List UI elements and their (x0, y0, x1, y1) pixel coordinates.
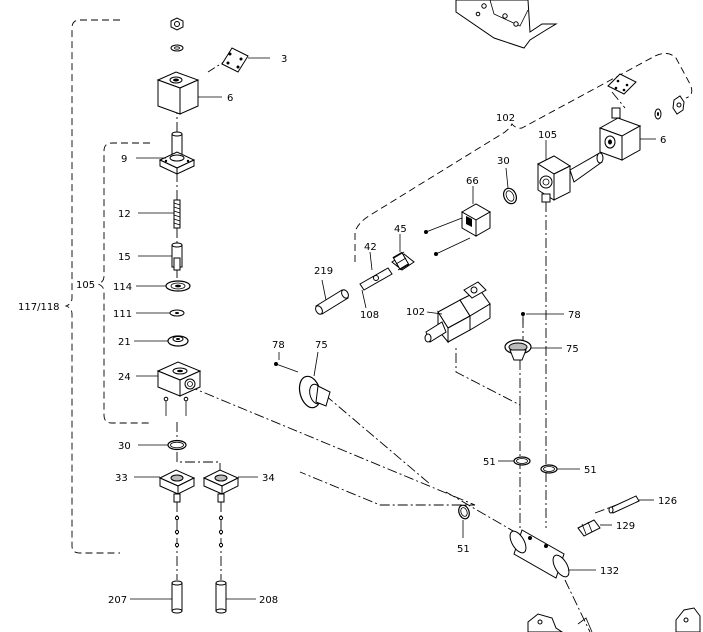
label-9: 9 (121, 154, 127, 165)
part-129-fitting (577, 519, 612, 537)
label-132: 132 (600, 566, 619, 577)
part-219-rod (315, 279, 349, 315)
part-nut-top (170, 17, 184, 31)
part-51-oring-c (458, 504, 470, 538)
label-45: 45 (394, 224, 407, 235)
label-102-assembled: 102 (406, 307, 425, 318)
part-screws-66 (424, 217, 471, 256)
label-6-right: 6 (660, 135, 666, 146)
label-33: 33 (115, 473, 128, 484)
part-102-assembled (424, 281, 491, 344)
part-washer-right (654, 108, 662, 120)
bracket-117-118 (64, 19, 120, 554)
part-9-tube (136, 131, 196, 175)
part-stems (174, 502, 224, 580)
label-12: 12 (118, 209, 131, 220)
label-75-right: 75 (566, 344, 579, 355)
part-132-manifold (509, 529, 596, 579)
part-78-screw-left (274, 352, 299, 373)
label-66: 66 (466, 176, 479, 187)
label-15: 15 (118, 252, 131, 263)
part-42-pin (359, 251, 393, 291)
label-219: 219 (314, 266, 333, 277)
label-114: 114 (113, 282, 132, 293)
part-105-body-right (536, 140, 604, 203)
label-34: 34 (262, 473, 275, 484)
part-75-cap-left (298, 351, 331, 409)
part-75-cap-right (504, 339, 562, 361)
label-51-c: 51 (457, 544, 470, 555)
label-51-b: 51 (584, 465, 597, 476)
label-129: 129 (616, 521, 635, 532)
part-plate-top-right (607, 73, 637, 95)
part-33-valve (134, 469, 196, 503)
part-30-oring-left (138, 439, 187, 451)
label-42: 42 (364, 242, 377, 253)
part-108-pin (361, 289, 367, 309)
label-78-left: 78 (272, 340, 285, 351)
part-24-body (136, 361, 202, 397)
part-66-block (460, 186, 492, 237)
part-51-oring-a (498, 456, 531, 466)
label-208: 208 (259, 595, 278, 606)
part-washer-top (170, 44, 184, 52)
assembly-lines (176, 57, 631, 632)
part-12-spring (138, 199, 181, 229)
part-111-washer (136, 309, 185, 317)
part-bracket-bottom-mid (527, 613, 593, 632)
label-105-right: 105 (538, 130, 557, 141)
label-126: 126 (658, 496, 677, 507)
part-21-diaphragm (134, 335, 189, 347)
part-126-pin (608, 495, 654, 514)
label-207: 207 (108, 595, 127, 606)
part-15-plunger (138, 242, 183, 271)
label-108: 108 (360, 310, 379, 321)
bracket-105 (96, 142, 150, 424)
label-117-118: 117/118 (18, 302, 60, 313)
part-114-ring (136, 280, 191, 292)
label-78-right: 78 (568, 310, 581, 321)
part-34-valve (202, 469, 258, 503)
part-207-pin (130, 580, 183, 614)
label-105-left: 105 (76, 280, 95, 291)
label-75-left: 75 (315, 340, 328, 351)
part-bracket-bottom-right (675, 607, 701, 632)
label-111: 111 (113, 309, 132, 320)
part-78-screw-right (521, 312, 564, 324)
part-30-oring-right (502, 167, 518, 205)
part-6-coil-left (156, 71, 222, 115)
label-51-a: 51 (483, 457, 496, 468)
part-screws-body (163, 396, 189, 416)
label-30-right: 30 (497, 156, 510, 167)
part-45-fitting (391, 234, 415, 271)
label-102-top: 102 (496, 113, 515, 124)
part-208-pin (215, 580, 256, 614)
label-24: 24 (118, 372, 131, 383)
part-51-oring-b (540, 464, 580, 474)
label-3: 3 (281, 54, 287, 65)
part-nut-right (672, 95, 685, 115)
part-3-plate (221, 47, 270, 73)
label-30-left: 30 (118, 441, 131, 452)
label-6-left: 6 (227, 93, 233, 104)
part-mounting-bracket-top (455, 0, 558, 49)
label-21: 21 (118, 337, 131, 348)
part-6-coil-right (598, 107, 656, 161)
